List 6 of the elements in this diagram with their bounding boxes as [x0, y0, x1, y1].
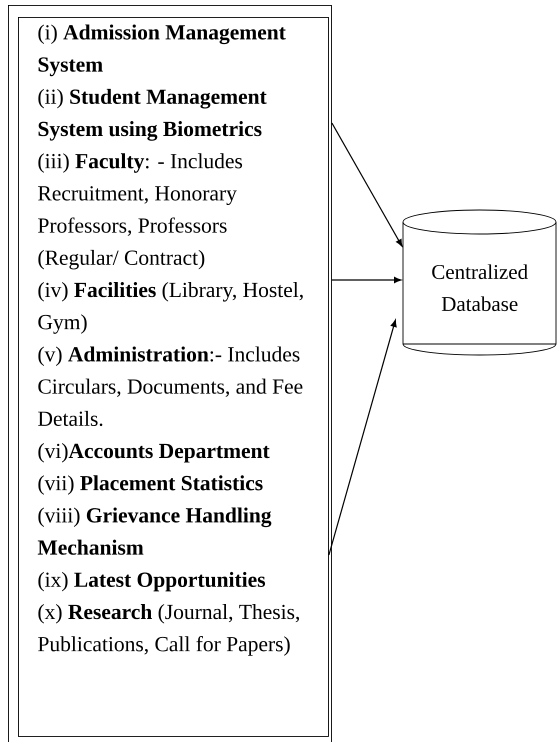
- arrow: [328, 320, 397, 556]
- database-cylinder: Centralized Database: [402, 210, 556, 356]
- arrow: [331, 122, 402, 247]
- list-box: (i) Admission Management System (ii) Student Management System using Biometrics (iii) Faculty: - Includes Recruitment, Honorary Professors, Professors (Regular/ Contract) (iv) Facilities (Library, Hostel, Gym) (v) Administration:- Includes Circulars, Documents, and Fee Details. (vi)Accounts Department (vii) Placement Statistics (viii) Grievance Handling Mechanism (ix) Latest Opportunities (x) Research (Journal, Thesis, Publications, Call for Papers): [18, 17, 329, 737]
- arrow: [332, 276, 402, 284]
- node-label: Centralized Database: [432, 264, 528, 312]
